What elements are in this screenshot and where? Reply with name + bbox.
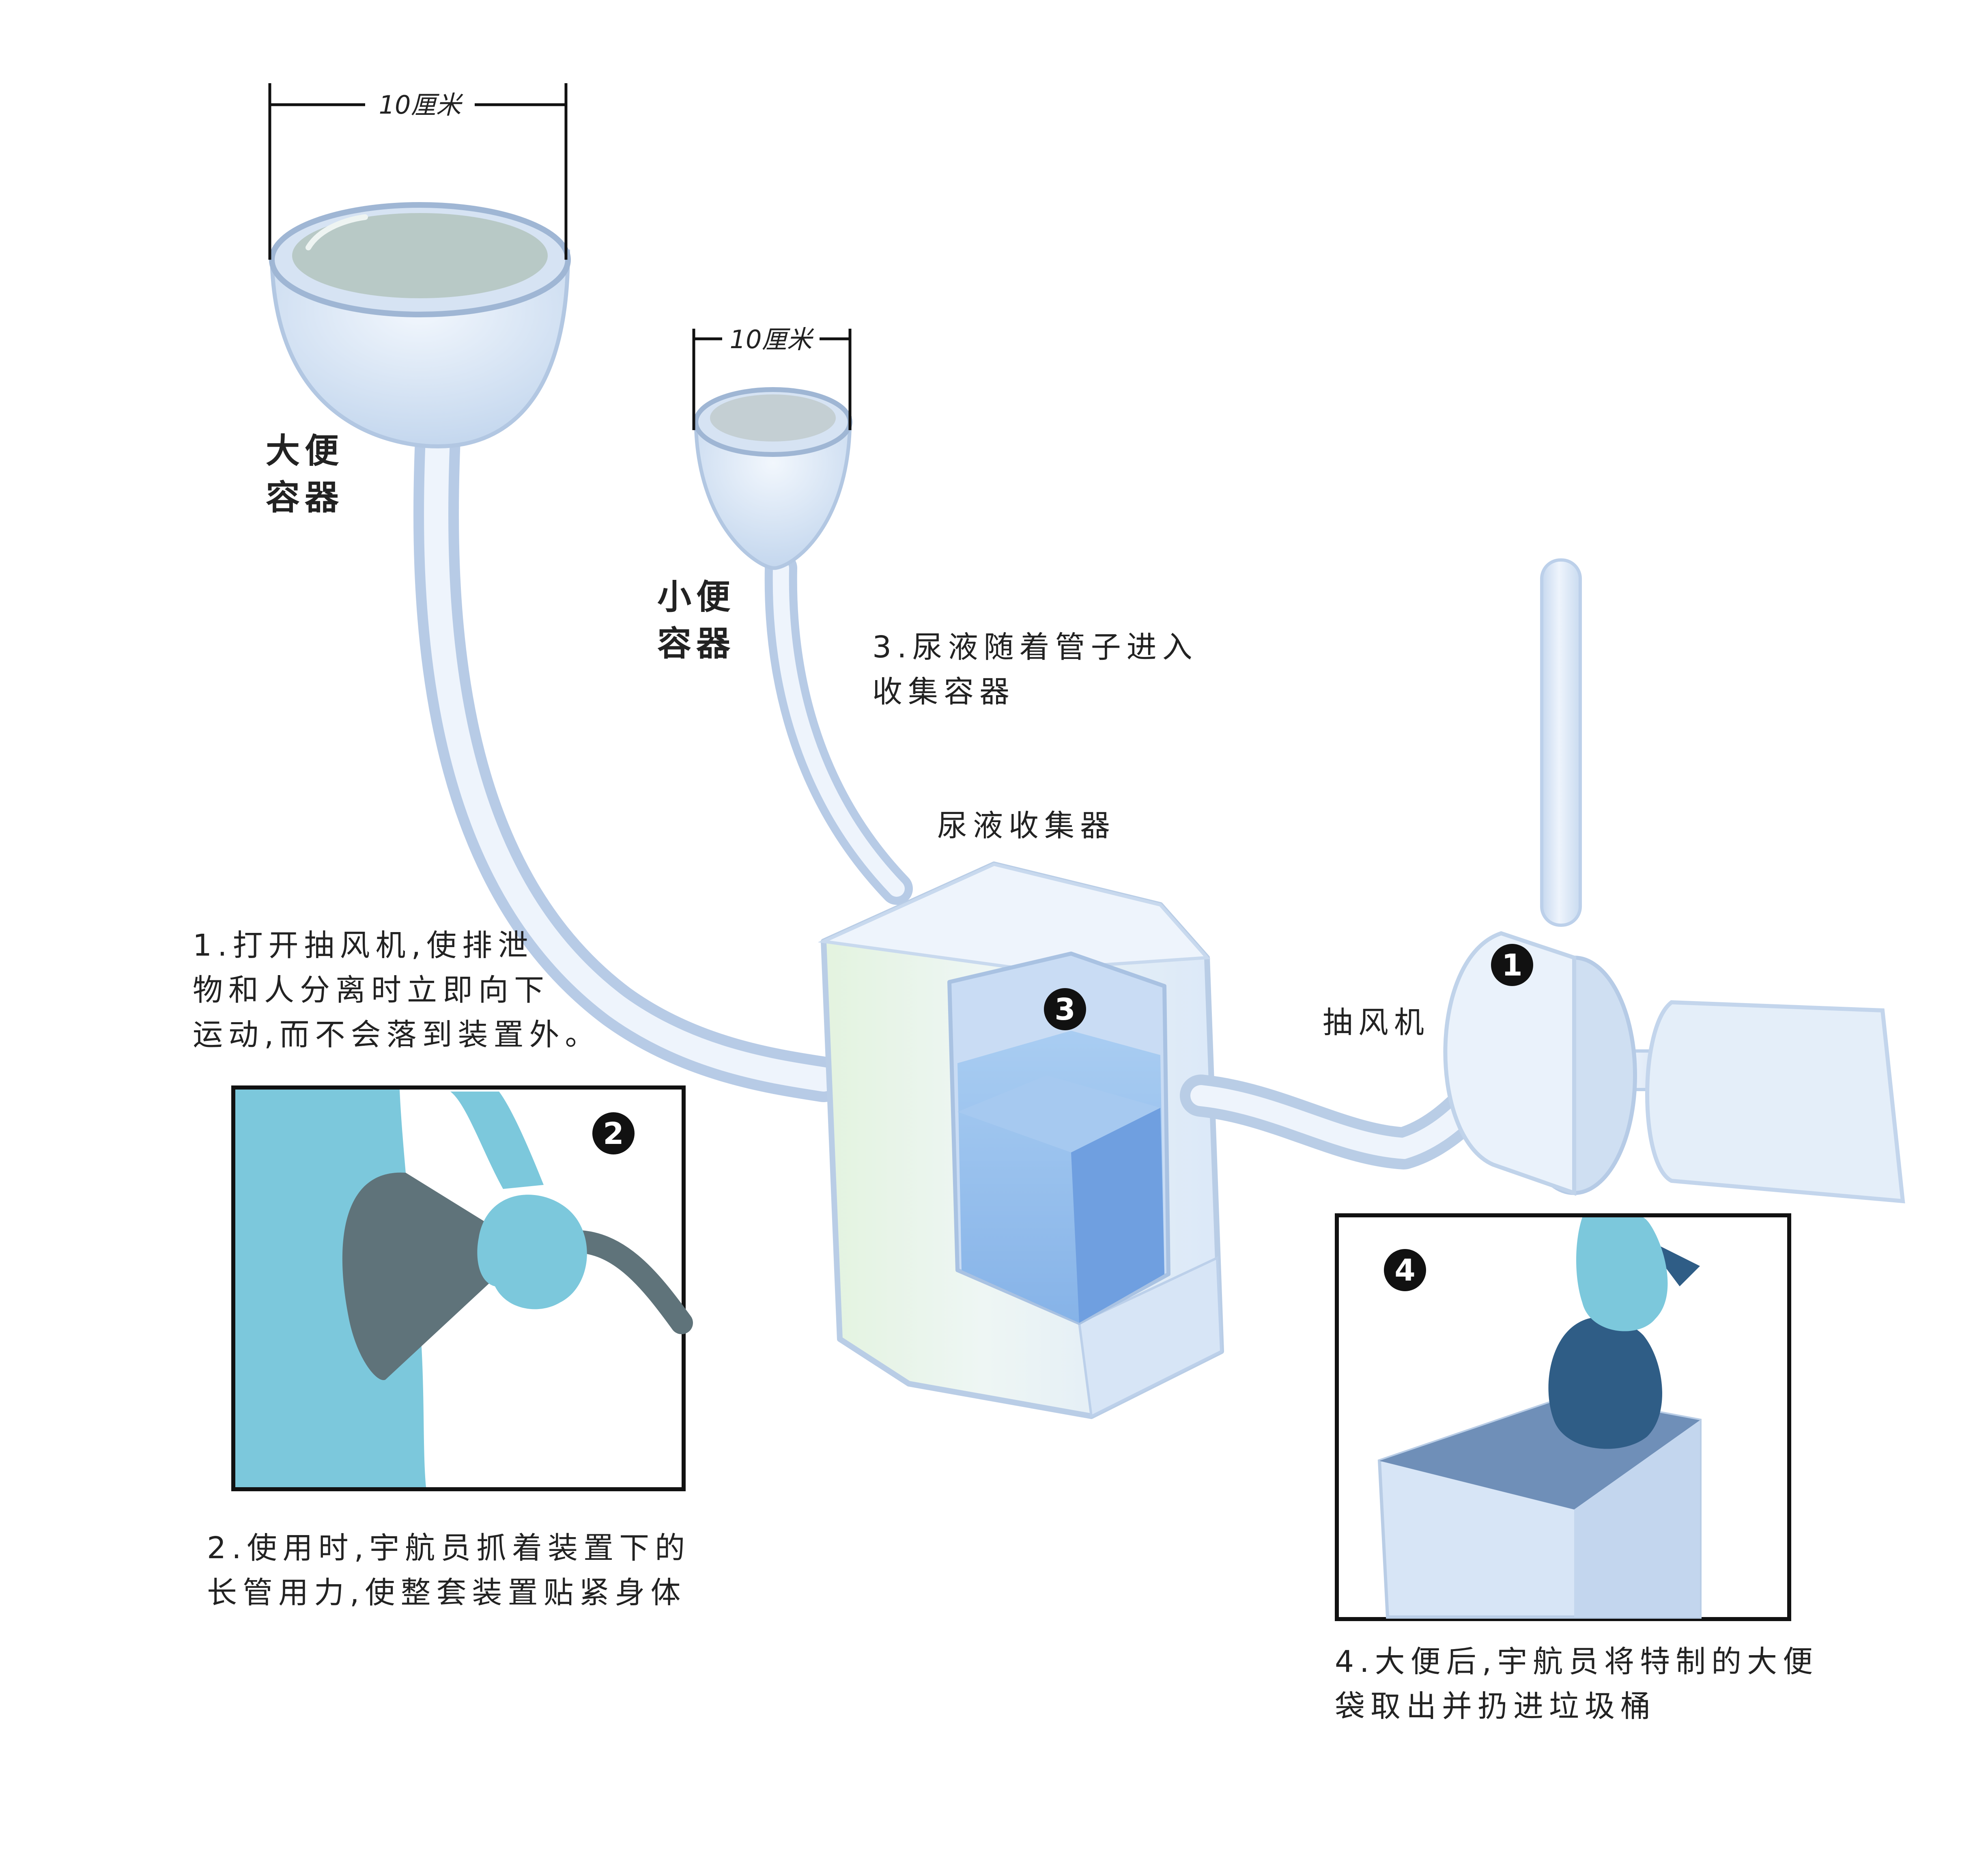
fan-housing: [1443, 931, 1576, 1196]
feces-container-label-line2: 容器: [266, 478, 344, 517]
waste-bag: [1548, 1317, 1663, 1449]
step-1-text-line1: 1.打开抽风机,使排泄: [193, 928, 534, 963]
feces-bowl-glint: [306, 214, 368, 250]
small-dimension-line: [692, 329, 852, 430]
step-3-text-line2: 收集容器: [872, 674, 1015, 709]
step-badge-3: 3: [1044, 988, 1086, 1030]
feces-container: [269, 202, 846, 1102]
hose: [557, 1230, 693, 1334]
feces-tube-highlight: [424, 418, 836, 1092]
collector-top: [818, 862, 1211, 972]
step-2-text-line2: 长管用力,使整套装置贴紧身体: [207, 1575, 686, 1610]
step-1-text-line2: 物和人分离时立即向下: [193, 973, 550, 1008]
step-2-text-line1: 2.使用时,宇航员抓着装置下的: [207, 1531, 691, 1566]
urine-container: [693, 387, 913, 905]
astronaut-arm: [450, 1092, 544, 1189]
small-dimension-label: 10厘米: [730, 325, 815, 354]
step-badge-1: 1: [1491, 944, 1533, 986]
urine-bowl: [694, 416, 852, 570]
fan-assembly: [1443, 558, 1905, 1204]
feces-bowl-inner: [292, 213, 548, 298]
astronaut-hand-4: [1576, 1217, 1668, 1331]
urine-container-label-line1: 小便: [657, 577, 735, 617]
step-1-text-line3: 运动,而不会落到装置外。: [193, 1017, 601, 1052]
fan-vertical-pipe: [1540, 558, 1582, 927]
feces-container-label-line1: 大便: [266, 431, 344, 471]
svg-text:4: 4: [1394, 1253, 1416, 1288]
step-4-text-line2: 袋取出并扔进垃圾桶: [1335, 1689, 1656, 1724]
collector-right-face: [1078, 1256, 1223, 1418]
fan-label: 抽风机: [1323, 1005, 1430, 1040]
urine-bowl-inner: [710, 394, 836, 441]
panel-step-2: 2: [231, 1085, 693, 1491]
fan-motor: [1645, 1000, 1905, 1204]
urine-collector: [818, 861, 1502, 1419]
step-badge-2: 2: [592, 1112, 635, 1154]
svg-text:2: 2: [603, 1116, 624, 1151]
urine-tube-highlight: [772, 560, 905, 897]
urine-container-label-line2: 容器: [657, 624, 735, 663]
large-dimension-line: [268, 83, 568, 260]
funnel-device: [342, 1172, 499, 1380]
panel-step-4: 4: [1335, 1213, 1791, 1621]
svg-text:3: 3: [1054, 992, 1076, 1027]
collector-liquid-cube: [1071, 1108, 1164, 1323]
step-badge-4: 4: [1384, 1249, 1426, 1291]
step-4-text-line1: 4.大便后,宇航员将特制的大便: [1335, 1644, 1818, 1679]
step-3-text-line1: 3.尿液随着管子进入: [872, 630, 1198, 665]
svg-text:1: 1: [1502, 948, 1523, 983]
large-dimension-label: 10厘米: [379, 90, 464, 120]
urine-collector-label: 尿液收集器: [937, 808, 1116, 843]
astronaut-hand: [477, 1195, 587, 1309]
collector-liquid-top: [957, 1075, 1160, 1152]
trash-can-right-face: [1574, 1420, 1700, 1617]
